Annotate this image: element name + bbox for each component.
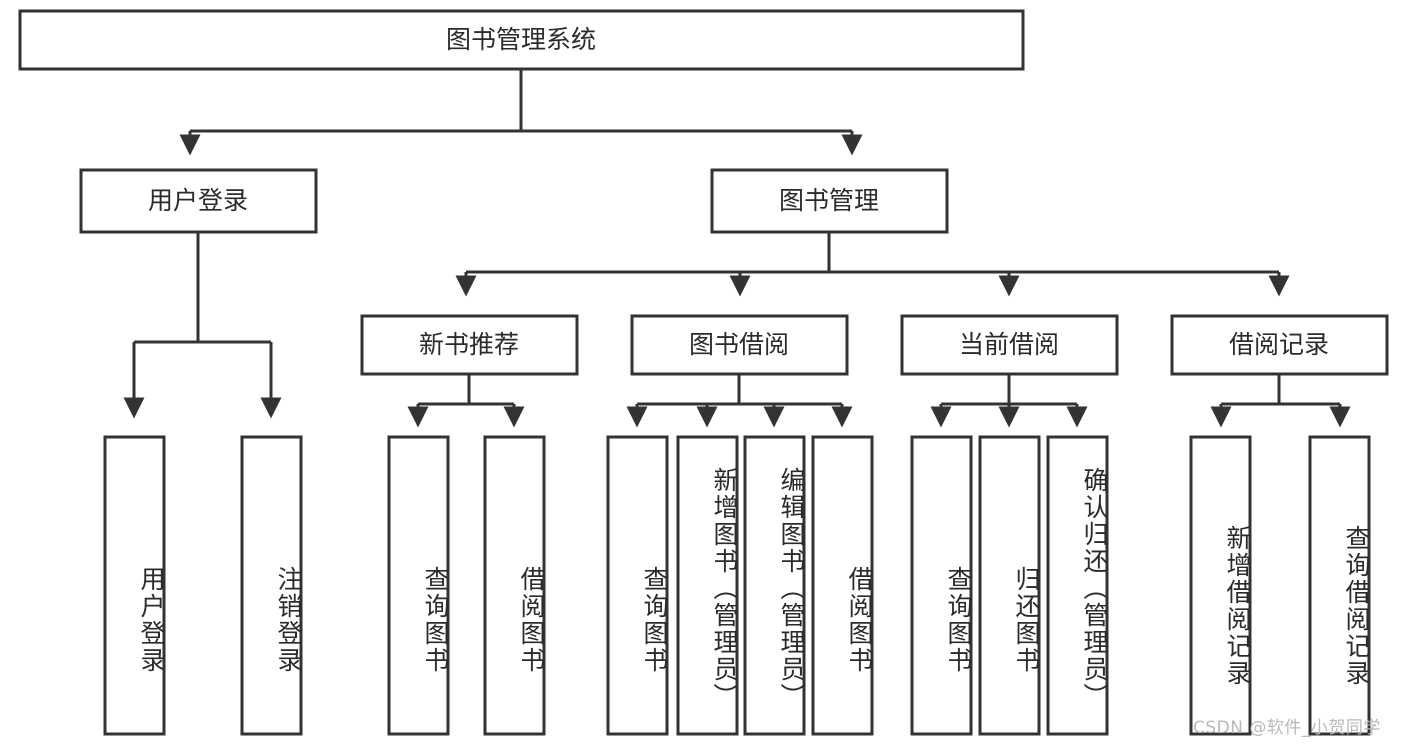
node-box-leaf-confirm-return[interactable] — [1046, 435, 1109, 736]
node-box-leaf-query-book-2[interactable] — [606, 435, 669, 736]
connector-currentborrow-to-leaves — [930, 375, 1088, 428]
node-box-borrow-record[interactable] — [1170, 314, 1389, 376]
node-box-current-borrow[interactable] — [900, 314, 1119, 376]
node-box-leaf-edit-book[interactable] — [743, 435, 806, 736]
node-box-leaf-user-login[interactable] — [103, 435, 166, 736]
node-box-leaf-add-record[interactable] — [1189, 435, 1252, 736]
node-box-leaf-return-book[interactable] — [978, 435, 1041, 736]
node-box-new-book-recommend[interactable] — [360, 314, 579, 376]
connector-borrowrecord-to-leaves — [1210, 375, 1351, 428]
node-label-root: 图书管理系统 — [446, 25, 596, 54]
node-box-user-login[interactable] — [79, 168, 318, 234]
node-box-book-management[interactable] — [710, 168, 949, 234]
connector-userlogin-to-leaves — [123, 233, 282, 419]
node-box-root[interactable] — [18, 9, 1025, 71]
connector-bookborrow-to-leaves — [626, 375, 853, 428]
node-label-book-management: 图书管理 — [779, 186, 879, 215]
connector-bookmgmt-to-level3 — [455, 233, 1290, 297]
node-label-user-login: 用户登录 — [148, 186, 248, 215]
node-box-leaf-logout-login[interactable] — [240, 435, 303, 736]
node-box-leaf-query-record[interactable] — [1308, 435, 1371, 736]
node-box-leaf-query-book-1[interactable] — [387, 435, 450, 736]
node-box-leaf-borrow-book-2[interactable] — [811, 435, 874, 736]
connector-newbook-to-leaves — [407, 375, 525, 428]
connector-root-to-level2 — [179, 70, 863, 156]
node-box-book-borrow[interactable] — [630, 314, 849, 376]
node-label-current-borrow: 当前借阅 — [959, 330, 1059, 359]
node-label-book-borrow: 图书借阅 — [689, 330, 789, 359]
node-box-leaf-add-book[interactable] — [676, 435, 739, 736]
watermark-text: CSDN @软件_小贺同学 — [1193, 718, 1381, 738]
node-label-new-book-recommend: 新书推荐 — [419, 330, 519, 359]
node-label-borrow-record: 借阅记录 — [1229, 330, 1329, 359]
node-box-leaf-borrow-book-1[interactable] — [483, 435, 546, 736]
node-box-leaf-query-book-3[interactable] — [910, 435, 973, 736]
